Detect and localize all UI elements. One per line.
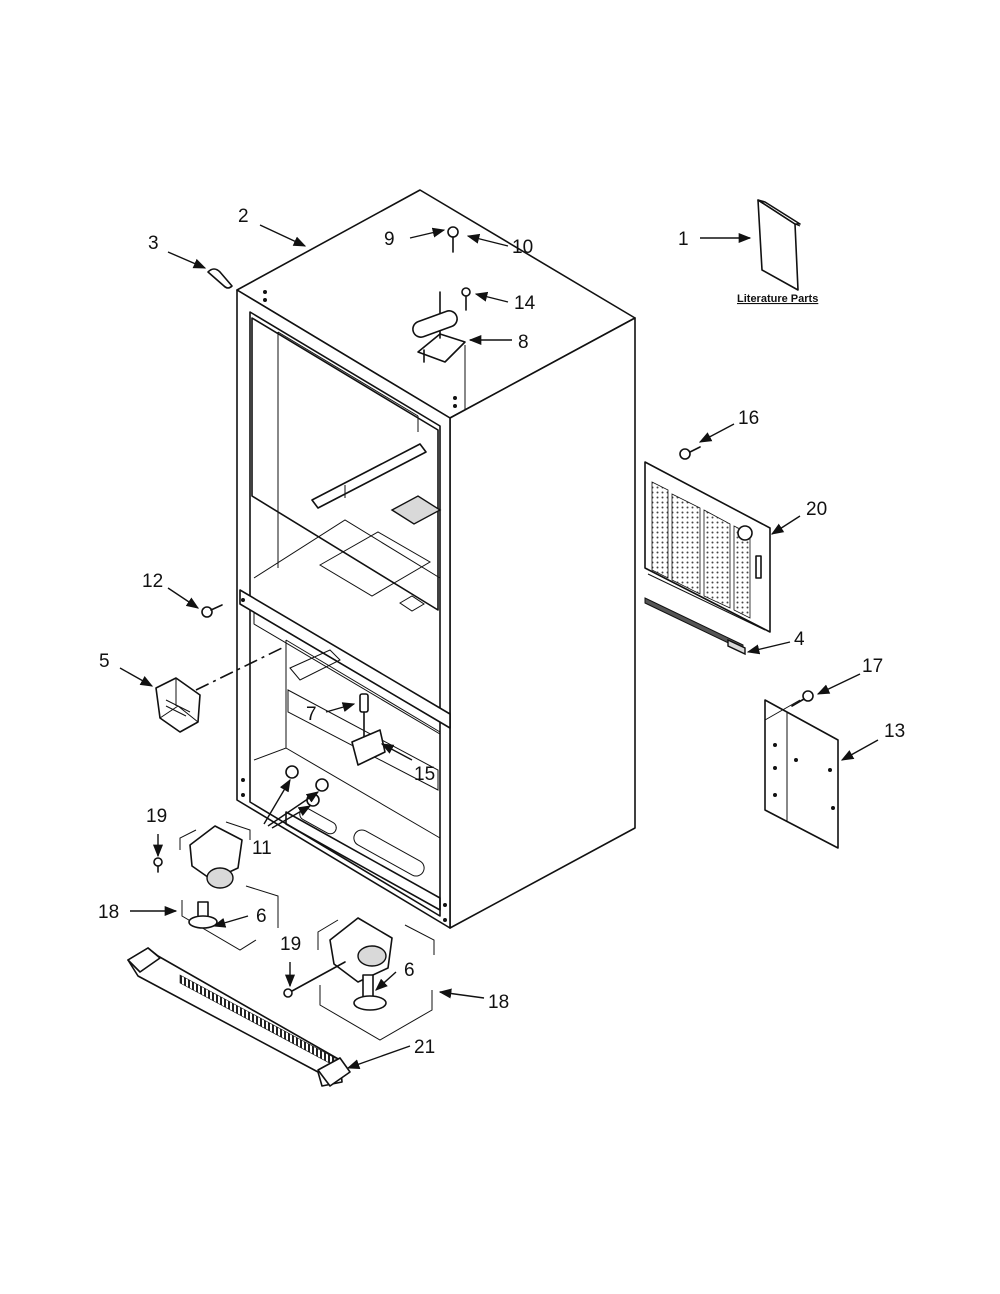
callout-21: 21	[414, 1037, 435, 1058]
callout-19-right: 19	[280, 934, 301, 955]
callout-4: 4	[794, 629, 805, 650]
rear-access-panel	[644, 461, 771, 656]
callout-15: 15	[414, 764, 435, 785]
side-plate	[764, 699, 839, 849]
base-grille	[127, 947, 351, 1087]
callout-labels: 1 2 3 4 5 6 6 7 8 9 10 11 12 13 14 15 16…	[98, 206, 905, 1058]
callout-7: 7	[306, 704, 317, 725]
callout-1: 1	[678, 229, 689, 250]
literature-parts-book	[757, 199, 801, 291]
callout-13: 13	[884, 721, 905, 742]
dash-leader-5	[195, 647, 283, 691]
refrigerator-cabinet	[236, 189, 636, 929]
callout-16: 16	[738, 408, 759, 429]
clip-part	[207, 268, 233, 289]
callout-9: 9	[384, 229, 395, 250]
callout-17: 17	[862, 656, 883, 677]
leveling-leg-assembly-left	[153, 821, 279, 951]
literature-parts-label: Literature Parts	[737, 293, 818, 305]
leader-arrows	[119, 224, 879, 1069]
callout-18-left: 18	[98, 902, 119, 923]
callout-6-left: 6	[256, 906, 267, 927]
electronic-control-box	[155, 677, 201, 733]
callout-8: 8	[518, 332, 529, 353]
hinge-assembly	[412, 226, 471, 410]
callout-6-right: 6	[404, 960, 415, 981]
callout-5: 5	[99, 651, 110, 672]
callout-20: 20	[806, 499, 827, 520]
callout-19-left: 19	[146, 806, 167, 827]
callout-3: 3	[148, 233, 159, 254]
callout-2: 2	[238, 206, 249, 227]
callout-14: 14	[514, 293, 536, 314]
callout-11: 11	[252, 838, 272, 859]
leveling-leg-assembly-right	[283, 917, 435, 1041]
callout-12: 12	[142, 571, 163, 592]
callout-10: 10	[512, 237, 533, 258]
loose-screws	[201, 446, 814, 707]
callout-18-right: 18	[488, 992, 509, 1013]
